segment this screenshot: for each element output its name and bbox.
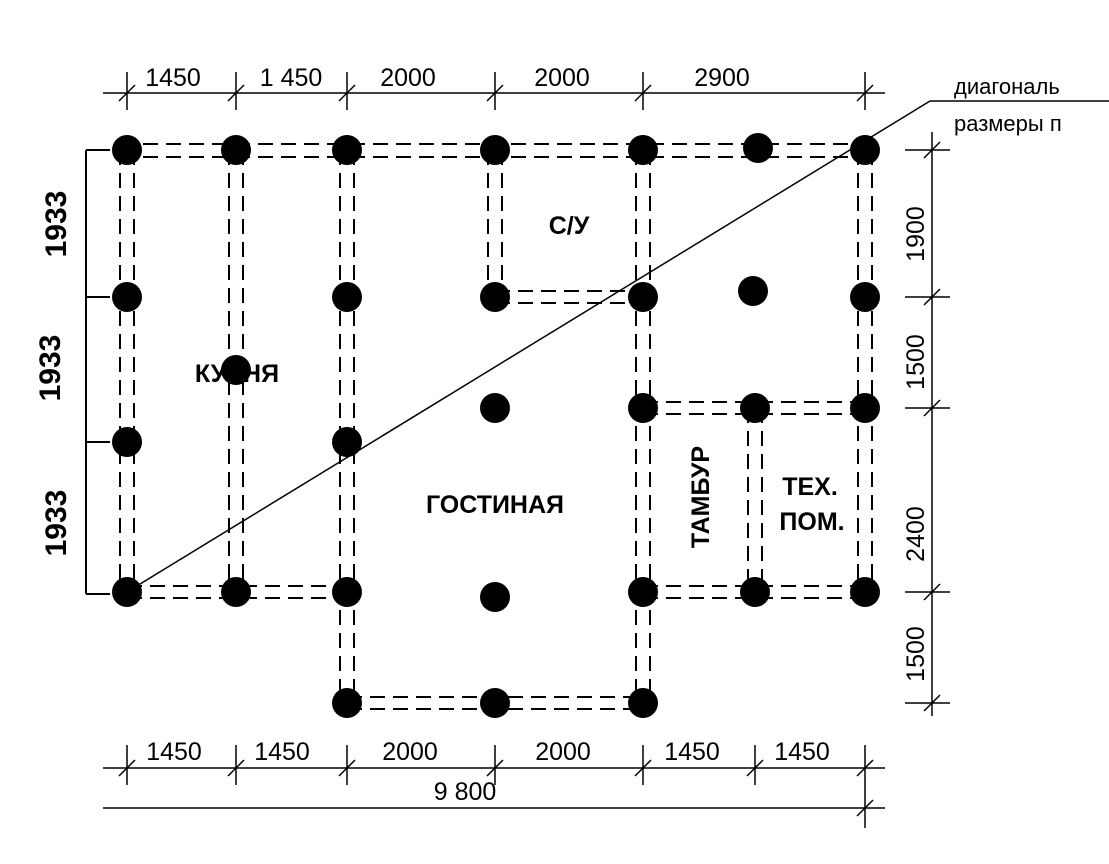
pile: [221, 355, 251, 385]
left-dim-1: 1933: [40, 191, 73, 258]
top-dimension-line: [103, 72, 885, 110]
bottom-dim-2: 1450: [254, 738, 310, 766]
top-dim-1: 1450: [145, 64, 201, 92]
room-living-label: ГОСТИНАЯ: [426, 491, 564, 519]
top-dim-4: 2000: [534, 64, 590, 92]
pile: [628, 393, 658, 423]
right-dim-2: 1500: [902, 334, 930, 390]
pile: [480, 582, 510, 612]
pile: [112, 577, 142, 607]
pile: [740, 577, 770, 607]
piles: [112, 133, 880, 718]
bottom-dim-6: 1450: [774, 738, 830, 766]
diagonal-line: [126, 100, 931, 593]
top-dim-5: 2900: [694, 64, 750, 92]
pile: [112, 282, 142, 312]
pile: [221, 135, 251, 165]
pile: [628, 282, 658, 312]
pile: [850, 282, 880, 312]
pile: [332, 688, 362, 718]
pile: [628, 577, 658, 607]
left-dim-2: 1933: [34, 335, 67, 402]
diagonal-note-line2: размеры п: [954, 111, 1062, 136]
pile: [112, 427, 142, 457]
dashed-beams: [119, 143, 873, 710]
pile: [112, 135, 142, 165]
pile: [332, 577, 362, 607]
pile: [850, 135, 880, 165]
bottom-dim-4: 2000: [535, 738, 591, 766]
bottom-dim-1: 1450: [146, 738, 202, 766]
room-vestibule-label: ТАМБУР: [687, 446, 715, 548]
right-dimension-line: [905, 132, 950, 716]
pile: [743, 133, 773, 163]
room-tech-label-1: ТЕХ.: [782, 473, 838, 501]
room-tech-label-2: ПОМ.: [779, 508, 844, 536]
pile: [480, 688, 510, 718]
pile: [332, 427, 362, 457]
pile: [850, 393, 880, 423]
bottom-dim-3: 2000: [382, 738, 438, 766]
pile: [480, 282, 510, 312]
right-dim-3: 2400: [902, 506, 930, 562]
right-dim-4: 1500: [902, 626, 930, 682]
pile: [480, 135, 510, 165]
pile: [628, 135, 658, 165]
left-dimension-line: [85, 149, 110, 595]
bottom-dim-5: 1450: [664, 738, 720, 766]
pile: [628, 688, 658, 718]
pile: [332, 135, 362, 165]
room-kitchen-label: КУХНЯ: [195, 360, 279, 388]
total-length: 9 800: [434, 778, 497, 806]
left-dim-3: 1933: [40, 490, 73, 557]
pile: [850, 577, 880, 607]
right-dim-1: 1900: [902, 206, 930, 262]
diagonal-note-line1: диагональ: [954, 74, 1060, 99]
top-dim-2: 1 450: [260, 64, 323, 92]
top-dim-3: 2000: [380, 64, 436, 92]
bottom-dimension-line: [103, 745, 885, 828]
room-bathroom-label: С/У: [549, 212, 590, 240]
pile: [740, 393, 770, 423]
pile: [332, 282, 362, 312]
pile: [221, 577, 251, 607]
pile: [480, 393, 510, 423]
pile: [738, 276, 768, 306]
